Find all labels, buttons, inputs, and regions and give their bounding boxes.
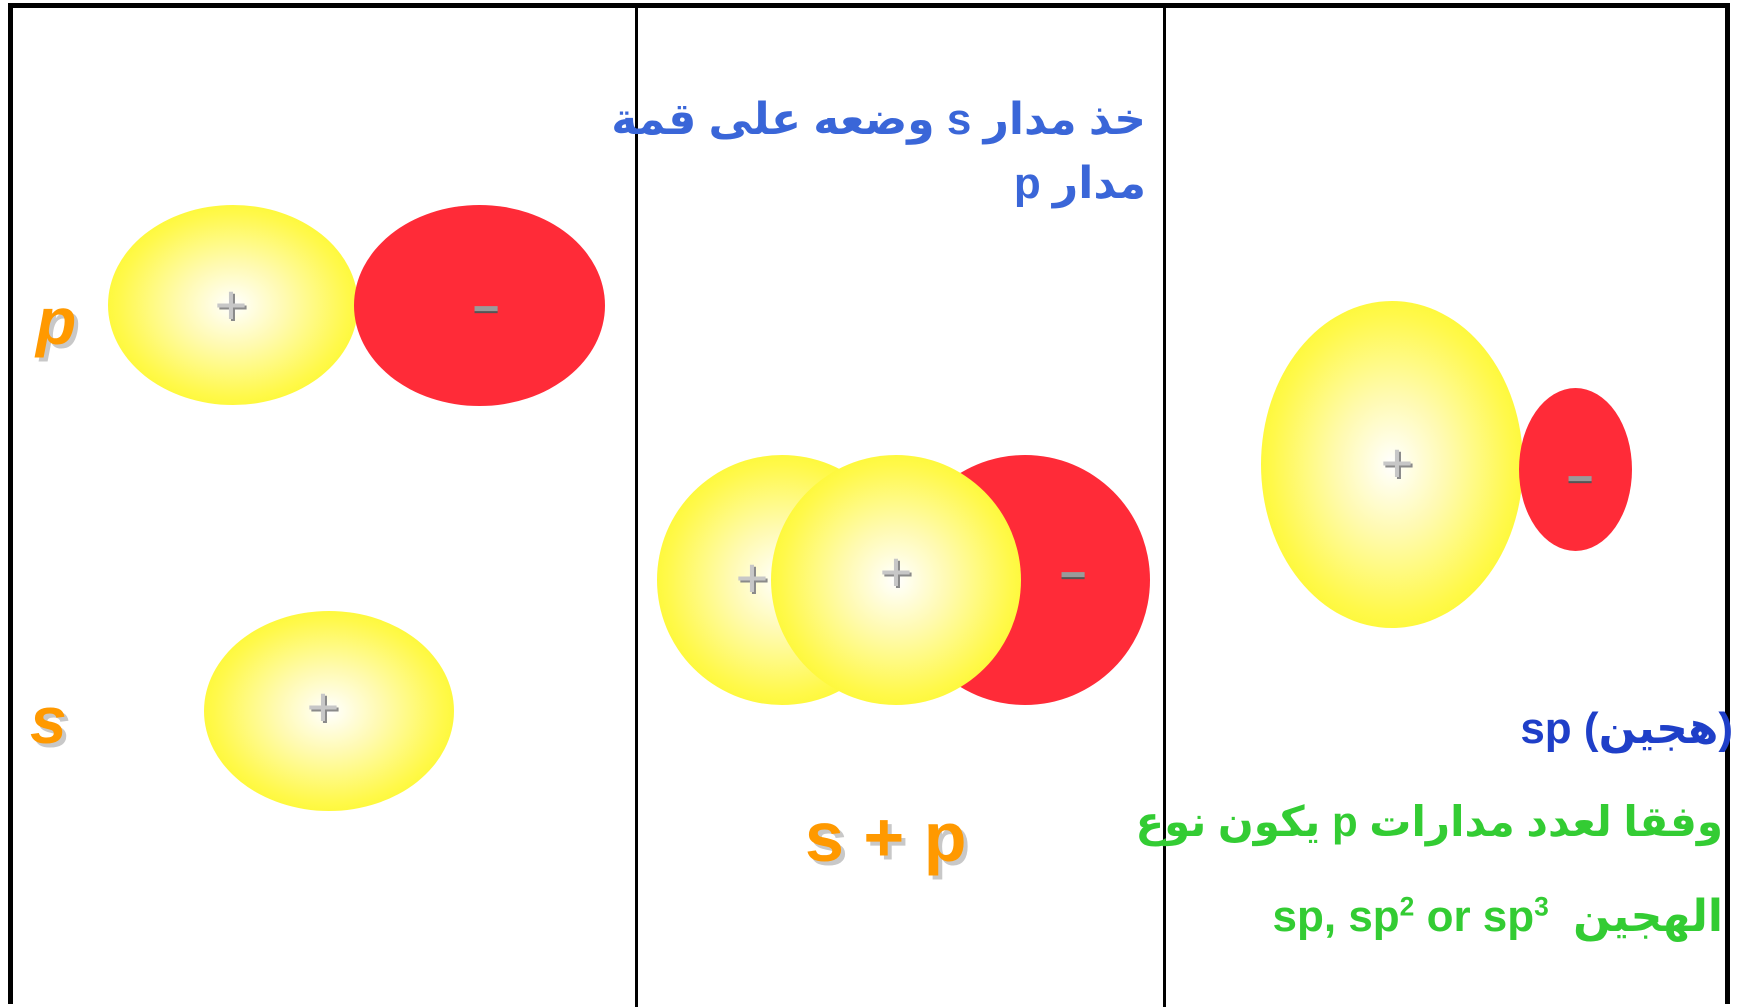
sp-hybrid-large-lobe (1261, 301, 1523, 628)
s-orbital-lobe (204, 611, 454, 811)
p-orbital-positive-lobe (108, 205, 358, 405)
plus-sign: + (879, 540, 913, 603)
plus-sign: + (214, 273, 248, 336)
minus-sign: − (1059, 548, 1087, 600)
minus-sign: − (1566, 452, 1594, 504)
instruction-line-2: مدار p (1013, 159, 1146, 208)
plus-sign: + (306, 675, 340, 738)
instruction-text: خذ مدار s وضعه على قمة مدار p (611, 88, 1146, 216)
divider-middle-right (1163, 3, 1166, 1007)
p-orbital-label: p (36, 284, 77, 358)
hybrid-note-line-2: sp, sp2 or sp3 الهجين (1170, 891, 1723, 942)
hybrid-word: الهجين (1573, 892, 1723, 941)
plus-sign: + (1380, 431, 1414, 494)
plus-sign: + (735, 546, 769, 609)
sum-label: s + p (805, 798, 967, 876)
hybrid-types: sp, sp2 or sp3 (1272, 891, 1549, 941)
outer-border (8, 3, 1730, 1004)
minus-sign: − (472, 282, 500, 334)
p-orbital-positive-lobe (771, 455, 1021, 705)
p-orbital-negative-lobe (354, 205, 605, 406)
sp-hybrid-small-lobe (1519, 388, 1632, 551)
hybrid-type-label: (هجين) sp (1520, 704, 1733, 753)
hybrid-note-line-1: وفقا لعدد مدارات p يكون نوع (1135, 798, 1723, 845)
divider-left-middle (635, 3, 638, 1007)
instruction-line-1: خذ مدار s وضعه على قمة (611, 95, 1146, 144)
s-orbital-label: s (30, 683, 67, 757)
